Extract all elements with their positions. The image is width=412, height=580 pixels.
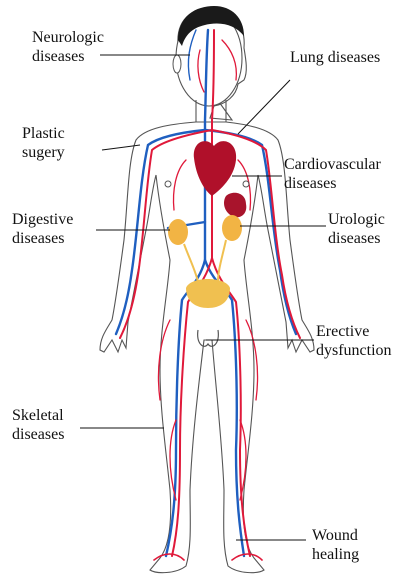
label-neurologic-line1: Neurologic (32, 28, 104, 47)
label-cardio: Cardiovascular diseases (284, 155, 381, 193)
label-digestive: Digestive diseases (12, 210, 73, 248)
label-plastic-line2: sugery (22, 143, 65, 162)
label-neurologic-line2: diseases (32, 47, 104, 66)
ear (173, 55, 181, 73)
label-erective: Erective dysfunction (316, 322, 392, 360)
label-plastic-line1: Plastic (22, 124, 65, 143)
label-wound-line1: Wound (312, 526, 359, 545)
label-cardio-line2: diseases (284, 174, 381, 193)
label-urologic-line2: diseases (328, 229, 385, 248)
label-skeletal-line1: Skeletal (12, 406, 64, 425)
label-urologic-line1: Urologic (328, 210, 385, 229)
label-urologic: Urologic diseases (328, 210, 385, 248)
label-lung: Lung diseases (290, 48, 380, 67)
label-skeletal: Skeletal diseases (12, 406, 64, 444)
label-plastic: Plastic sugery (22, 124, 65, 162)
leader-lung (238, 80, 290, 134)
label-erective-line2: dysfunction (316, 341, 392, 360)
label-neurologic: Neurologic diseases (32, 28, 104, 66)
label-lung-line1: Lung diseases (290, 48, 380, 67)
label-cardio-line1: Cardiovascular (284, 155, 381, 174)
kidney-left (168, 219, 188, 245)
kidney-right (222, 215, 242, 241)
label-digestive-line1: Digestive (12, 210, 73, 229)
label-skeletal-line2: diseases (12, 425, 64, 444)
label-erective-line1: Erective (316, 322, 392, 341)
label-wound-line2: healing (312, 545, 359, 564)
label-digestive-line2: diseases (12, 229, 73, 248)
label-wound: Wound healing (312, 526, 359, 564)
